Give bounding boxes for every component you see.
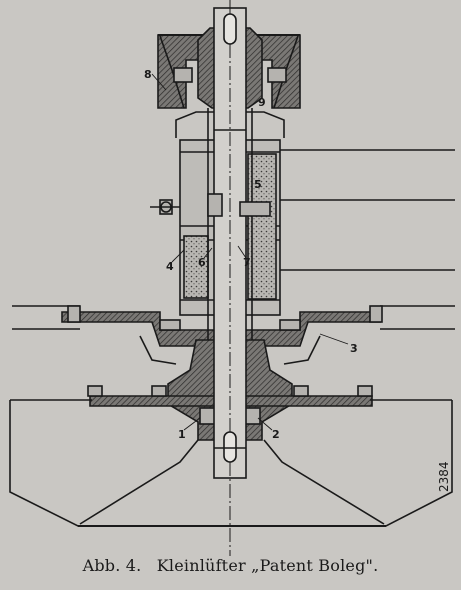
part-label-6: 6 xyxy=(198,256,206,269)
part-label-4: 4 xyxy=(166,260,174,273)
part-label-2: 2 xyxy=(272,428,280,441)
caption-number: Abb. 4. xyxy=(82,556,142,575)
caption-title: Kleinlüfter „Patent Boleg". xyxy=(156,556,379,575)
part-label-7: 7 xyxy=(243,256,251,269)
figure-caption: Abb. 4. Kleinlüfter „Patent Boleg". xyxy=(0,556,461,582)
duct-wall-right xyxy=(380,305,455,330)
part-label-5: 5 xyxy=(254,178,262,191)
main-shaft xyxy=(213,0,247,556)
fan-impeller xyxy=(9,399,453,527)
shaft-sleeve xyxy=(207,108,271,340)
left-clamp xyxy=(150,199,180,215)
leader-lines xyxy=(151,73,349,431)
part-label-8: 8 xyxy=(144,68,152,81)
mounting-flange xyxy=(61,305,383,365)
part-label-1: 1 xyxy=(178,428,186,441)
plate-number: 2384 xyxy=(437,461,451,492)
part-label-9: 9 xyxy=(258,96,266,109)
part-label-3: 3 xyxy=(350,342,358,355)
